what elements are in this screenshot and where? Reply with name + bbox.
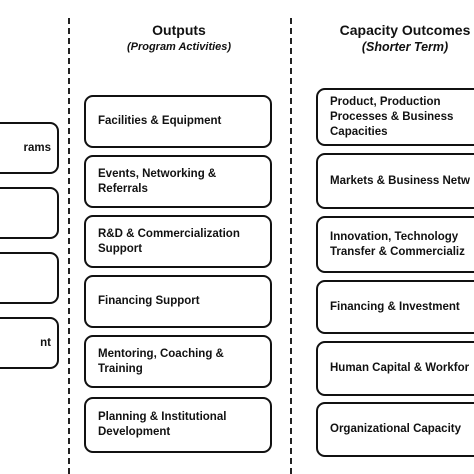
output-box-label: Events, Networking & Referrals [98,167,217,195]
capacity-box-product: Product, Production Processes & Business… [316,88,474,146]
output-box-facilities: Facilities & Equipment [84,95,272,148]
capacity-box-label: Human Capital & Workfor [330,362,470,374]
output-box-planning: Planning & Institutional Development [84,397,272,453]
capacity-box-label: Financing & Investment [330,300,460,313]
output-box-label: Planning & Institutional Development [98,411,227,438]
output-box-label: Mentoring, Coaching & Training [98,347,224,375]
outputs-subtitle: (Program Activities) [126,41,232,53]
output-box-mentoring: Mentoring, Coaching & Training [84,335,272,388]
input-box-2 [0,187,59,239]
outputs-heading: Outputs (Program Activities) [84,22,274,54]
separator-left [68,18,70,474]
capacity-box-label: Innovation, Technology Transfer & Commer… [330,230,465,258]
capacity-box-financing: Financing & Investment [316,280,474,334]
input-box-1: rams [0,122,59,174]
output-box-rnd: R&D & Commercialization Support [84,215,272,268]
capacity-box-label: Organizational Capacity [330,423,462,435]
input-box-label: rams [23,141,52,154]
capacity-box-organizational: Organizational Capacity [316,402,474,457]
capacity-subtitle: (Shorter Term) [361,40,449,54]
input-box-label: nt [40,336,51,349]
output-box-financing: Financing Support [84,275,272,328]
capacity-title: Capacity Outcomes [339,22,471,38]
capacity-box-label: Product, Production Processes & Business… [330,95,454,138]
output-box-events: Events, Networking & Referrals [84,155,272,208]
output-box-label: R&D & Commercialization Support [98,227,240,255]
input-box-3 [0,252,59,304]
separator-right [290,18,292,474]
capacity-box-label: Markets & Business Netw [330,174,470,187]
output-box-label: Financing Support [98,295,200,307]
outputs-title: Outputs [152,22,206,38]
output-box-label: Facilities & Equipment [98,115,222,127]
capacity-box-human-capital: Human Capital & Workfor [316,341,474,396]
capacity-heading: Capacity Outcomes (Shorter Term) [310,22,474,54]
input-box-4: nt [0,317,59,369]
capacity-box-markets: Markets & Business Netw [316,153,474,209]
capacity-box-innovation: Innovation, Technology Transfer & Commer… [316,216,474,273]
